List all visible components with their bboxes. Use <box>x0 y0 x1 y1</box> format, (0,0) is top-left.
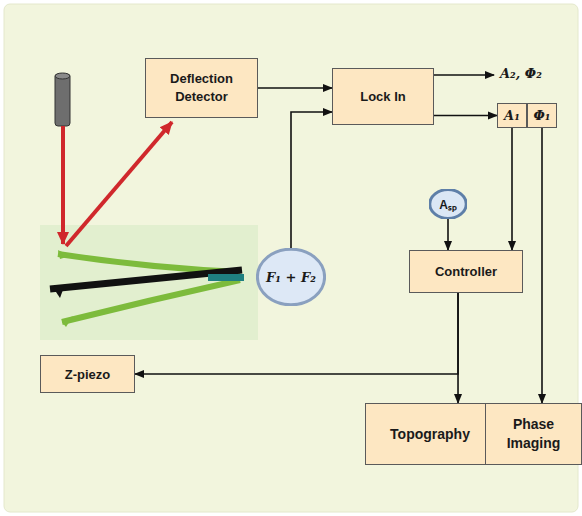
node-text: F₁ + F₂ <box>266 269 316 287</box>
node-text: Topography <box>390 425 470 444</box>
detector-box: Deflection Detector <box>145 58 258 118</box>
setpoint-circle: Aₛₚ <box>429 189 467 219</box>
node-text: Lock In <box>360 88 406 106</box>
signal-arrow <box>447 219 449 250</box>
phase-box: Φ₁ <box>527 103 557 128</box>
node-text: Z-piezo <box>65 366 111 384</box>
signal-arrow <box>511 128 513 250</box>
cantilever-panel <box>40 225 258 340</box>
amplitude-box: A₁ <box>497 103 527 128</box>
signal-arrow <box>434 115 497 117</box>
phase-imaging-box: Phase Imaging <box>485 403 582 465</box>
tip-down <box>62 316 73 327</box>
node-text: Aₛₚ <box>439 197 457 213</box>
laser-beam <box>61 126 65 244</box>
node-text: Deflection Detector <box>146 70 257 105</box>
signal-arrow <box>258 87 332 89</box>
reflected-beam <box>66 122 172 246</box>
tip <box>52 286 64 298</box>
piezo-base <box>208 274 244 281</box>
drive-circle: F₁ + F₂ <box>256 248 326 306</box>
controller-box: Controller <box>409 250 523 293</box>
node-text: Phase Imaging <box>486 415 581 453</box>
lockin-box: Lock In <box>332 68 434 125</box>
tip-up <box>58 250 70 259</box>
topography-box: Topography <box>365 403 495 465</box>
laser-source <box>55 73 70 126</box>
output-arrow <box>434 74 494 76</box>
zpiezo-box: Z-piezo <box>40 355 135 393</box>
node-text: A₁ <box>504 107 520 125</box>
cantilever-up <box>58 254 240 272</box>
node-text: Controller <box>435 263 497 281</box>
signal-arrow <box>291 112 332 248</box>
signal-label: A₂, Φ₂ <box>500 66 542 81</box>
node-text: Φ₁ <box>533 107 550 125</box>
signal-arrow <box>541 128 543 403</box>
